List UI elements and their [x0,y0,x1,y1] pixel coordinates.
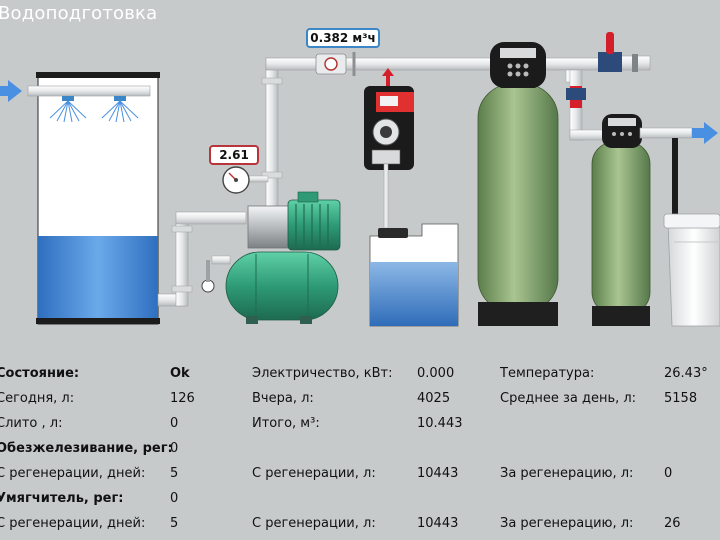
spray-header-pipe [27,85,151,97]
pressure-readout: 2.61 [209,145,259,165]
status-row: Обезжелезивание, рег:0 [0,441,720,465]
status-cell-c3: С регенерации, л: [252,466,376,481]
status-cell-c2: 0 [170,441,179,456]
pressure-gauge-icon [222,166,269,194]
iron-filter-controller-icon [490,42,546,88]
status-cell-c4: 10443 [417,516,459,531]
status-cell-c6: 26 [664,516,681,531]
dosing-injection-arrow-icon [382,68,394,86]
status-row: С регенерации, дней: 5 С регенерации, л: 10… [0,466,720,490]
status-row: Сегодня, л: 126 Вчера, л: 4025 Среднее за де… [0,391,720,415]
page-title: Водоподготовка [0,3,158,24]
status-row: С регенерации, дней: 5 С регенерации, л: 10… [0,516,720,540]
status-cell-c1: Умягчитель, рег: [0,491,124,506]
status-cell-c5: Среднее за день, л: [500,391,637,406]
process-scheme [0,32,720,327]
status-cell-c4: 10.443 [417,416,463,431]
brine-tank [663,213,720,327]
bypass-valve-icon [598,32,651,72]
softener-inlet-pipe [566,69,611,141]
accumulator-tank [201,251,339,324]
status-cell-c6: 0 [664,466,673,481]
status-cell-c5: За регенерацию, л: [500,516,634,531]
softener-controller-icon [602,114,642,148]
status-cell-c1: Состояние: [0,366,80,381]
status-cell-c4: 10443 [417,466,459,481]
status-cell-c2: 0 [170,491,179,506]
status-cell-c6: 26.43° [664,366,708,381]
chemical-tank-level [370,262,458,326]
status-cell-c1: С регенерации, дней: [0,466,146,481]
status-cell-c5: За регенерацию, л: [500,466,634,481]
outlet-arrow-icon [692,122,718,144]
status-cell-c1: Сегодня, л: [0,391,75,406]
status-cell-c5: Температура: [500,366,595,381]
status-row: Состояние: Ok Электричество, кВт: 0.000 Темп… [0,366,720,390]
softener-filter [591,141,651,326]
iron-removal-filter [477,69,579,326]
sprayer-right-icon [101,96,139,123]
status-row: Умягчитель, рег: 0 [0,491,720,515]
status-cell-c6: 5158 [664,391,698,406]
status-cell-c3: Итого, м³: [252,416,320,431]
status-cell-c2: 0 [170,416,179,431]
status-cell-c2: Ok [170,366,190,381]
pump-icon [247,191,341,251]
inlet-arrow-icon [0,80,22,102]
storage-tank-water-level [38,236,158,324]
status-cell-c3: Электричество, кВт: [252,366,393,381]
dosing-pump-icon [364,86,414,229]
storage-tank [36,72,160,325]
status-cell-c2: 126 [170,391,195,406]
status-cell-c4: 4025 [417,391,451,406]
status-cell-c3: С регенерации, л: [252,516,376,531]
status-cell-c1: Обезжелезивание, рег: [0,441,173,456]
status-row: Слито , л: 0 Итого, м³: 10.443 [0,416,720,440]
status-cell-c1: С регенерации, дней: [0,516,146,531]
status-cell-c2: 5 [170,516,179,531]
flow-meter-icon [315,52,356,76]
status-cell-c4: 0.000 [417,366,455,381]
status-cell-c1: Слито , л: [0,416,63,431]
status-cell-c2: 5 [170,466,179,481]
status-cell-c3: Вчера, л: [252,391,314,406]
chemical-tank [369,223,459,327]
sprayer-left-icon [49,96,87,123]
tank-outlet-pipe [157,211,247,307]
flow-readout: 0.382 м³ч [306,28,380,48]
